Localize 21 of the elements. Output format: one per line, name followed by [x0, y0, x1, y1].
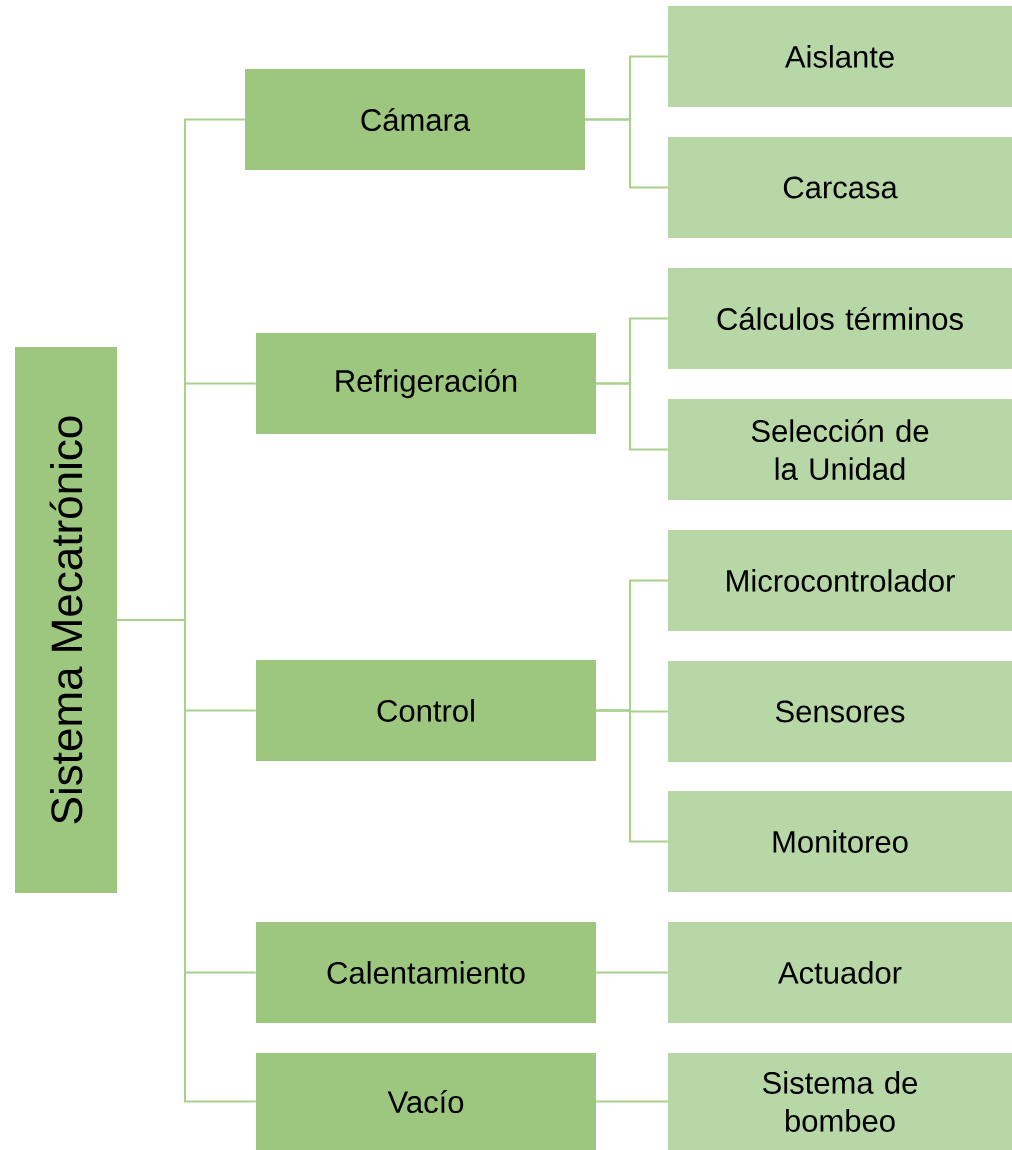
category-box: Vacío: [256, 1053, 596, 1150]
component-box: Actuador: [668, 922, 1012, 1023]
category-box: Calentamiento: [256, 922, 596, 1023]
connector-line: [595, 709, 669, 843]
category-box: Control: [256, 660, 596, 761]
component-box: Monitoreo: [668, 791, 1012, 892]
connector-line: [595, 1100, 669, 1103]
component-box: Aislante: [668, 6, 1012, 107]
category-box: Refrigeración: [256, 333, 596, 434]
connector-line: [584, 118, 669, 189]
component-box: Sistema de bombeo: [668, 1053, 1012, 1150]
connector-line: [595, 382, 669, 451]
category-box: Cámara: [245, 69, 585, 170]
connector-line: [595, 971, 669, 974]
component-box: Microcontrolador: [668, 530, 1012, 631]
component-box: Selección de la Unidad: [668, 399, 1012, 500]
root-box: Sistema Mecatrónico: [15, 347, 117, 893]
connector-line: [116, 619, 257, 1103]
component-box: Sensores: [668, 661, 1012, 762]
component-box: Cálculos términos: [668, 268, 1012, 369]
component-box: Carcasa: [668, 137, 1012, 238]
